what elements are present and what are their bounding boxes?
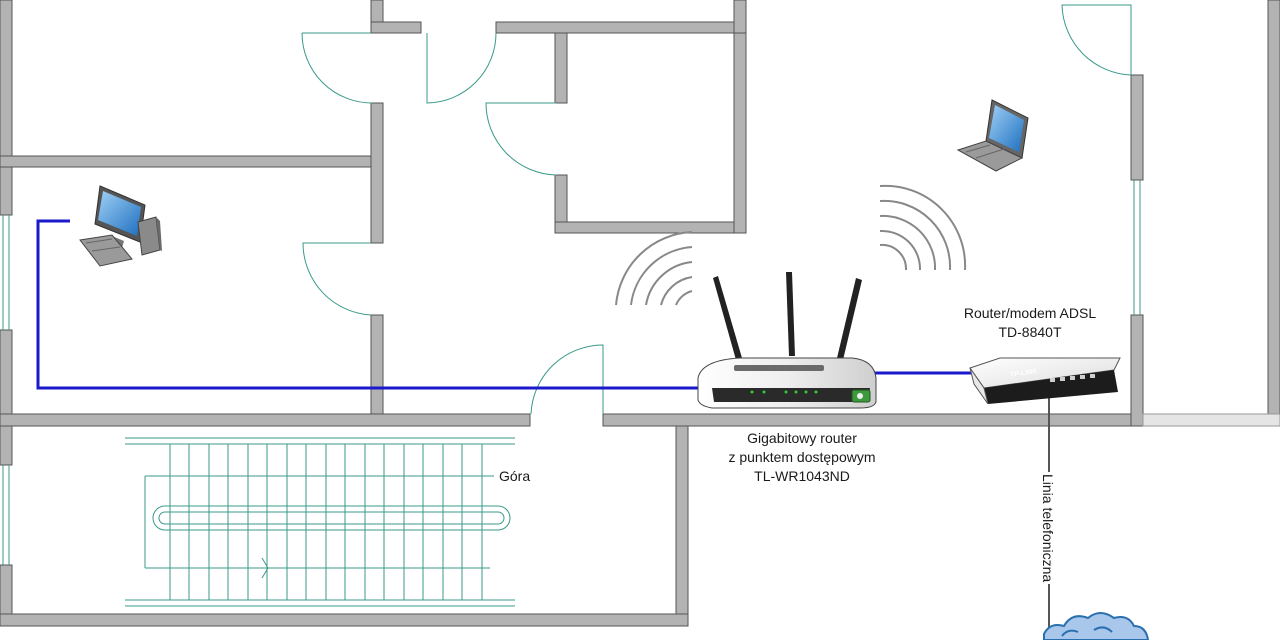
wall-right-bottom (1142, 413, 1280, 427)
stair-arrow (261, 557, 269, 579)
walls (0, 0, 1280, 627)
wall-main-horizontal-left (0, 413, 531, 427)
antenna-center (786, 272, 795, 356)
wall-closet-right (733, 32, 747, 234)
adsl-modem-icon (969, 357, 1121, 405)
staircase (125, 437, 515, 607)
wall-right-outer (1267, 0, 1280, 427)
wall-stair-room-right (675, 425, 689, 627)
antenna-right (837, 278, 862, 360)
laptop-icon (956, 99, 1029, 172)
wall-closet-bottom (554, 221, 747, 234)
wall-closet-left-top (554, 32, 568, 104)
ethernet-cables (36, 219, 972, 390)
cable-desktop-to-router (36, 219, 700, 390)
stair-treads (169, 444, 483, 600)
adsl-modem-title: Router/modem ADSL (963, 305, 1097, 321)
router-caption-line1: Gigabitowy router (747, 430, 857, 446)
wall-vertical-a-mid (370, 102, 384, 244)
door-top-room (301, 32, 373, 104)
wall-horizontal-top-room (0, 155, 383, 168)
wall-vertical-b-top (733, 0, 747, 34)
door-stair-room (530, 344, 604, 415)
wall-top-corridor-left (370, 21, 422, 34)
windows (2, 180, 1141, 565)
stairs-up-label: Góra (499, 468, 531, 484)
phone-line-label: Linia telefoniczna (1039, 472, 1056, 585)
wall-top-corridor-right (495, 21, 747, 34)
wall-right-vertical-top (1130, 74, 1144, 181)
wifi-router-icon (697, 272, 877, 409)
router-caption-line2: z punktem dostępowym (728, 449, 876, 465)
door-corridor (426, 32, 497, 104)
adsl-modem-model: TD-8840T (998, 324, 1062, 340)
desktop-computer-icon (79, 185, 162, 267)
door-middle-room (302, 242, 372, 316)
doors (301, 4, 1132, 415)
wall-vertical-a-low (370, 314, 384, 416)
antenna-left (713, 276, 742, 360)
wall-left-outer-upper (0, 0, 13, 216)
door-right-room (1061, 4, 1132, 76)
router-caption-line3: TL-WR1043ND (754, 468, 850, 484)
wall-bottom (0, 613, 689, 627)
wall-right-vertical-low (1130, 314, 1144, 427)
wall-left-outer-mid (0, 329, 13, 466)
internet-cloud-icon (1043, 612, 1150, 640)
door-closet (485, 102, 557, 176)
wifi-waves (615, 184, 967, 306)
wall-main-horizontal-right (602, 413, 1144, 427)
